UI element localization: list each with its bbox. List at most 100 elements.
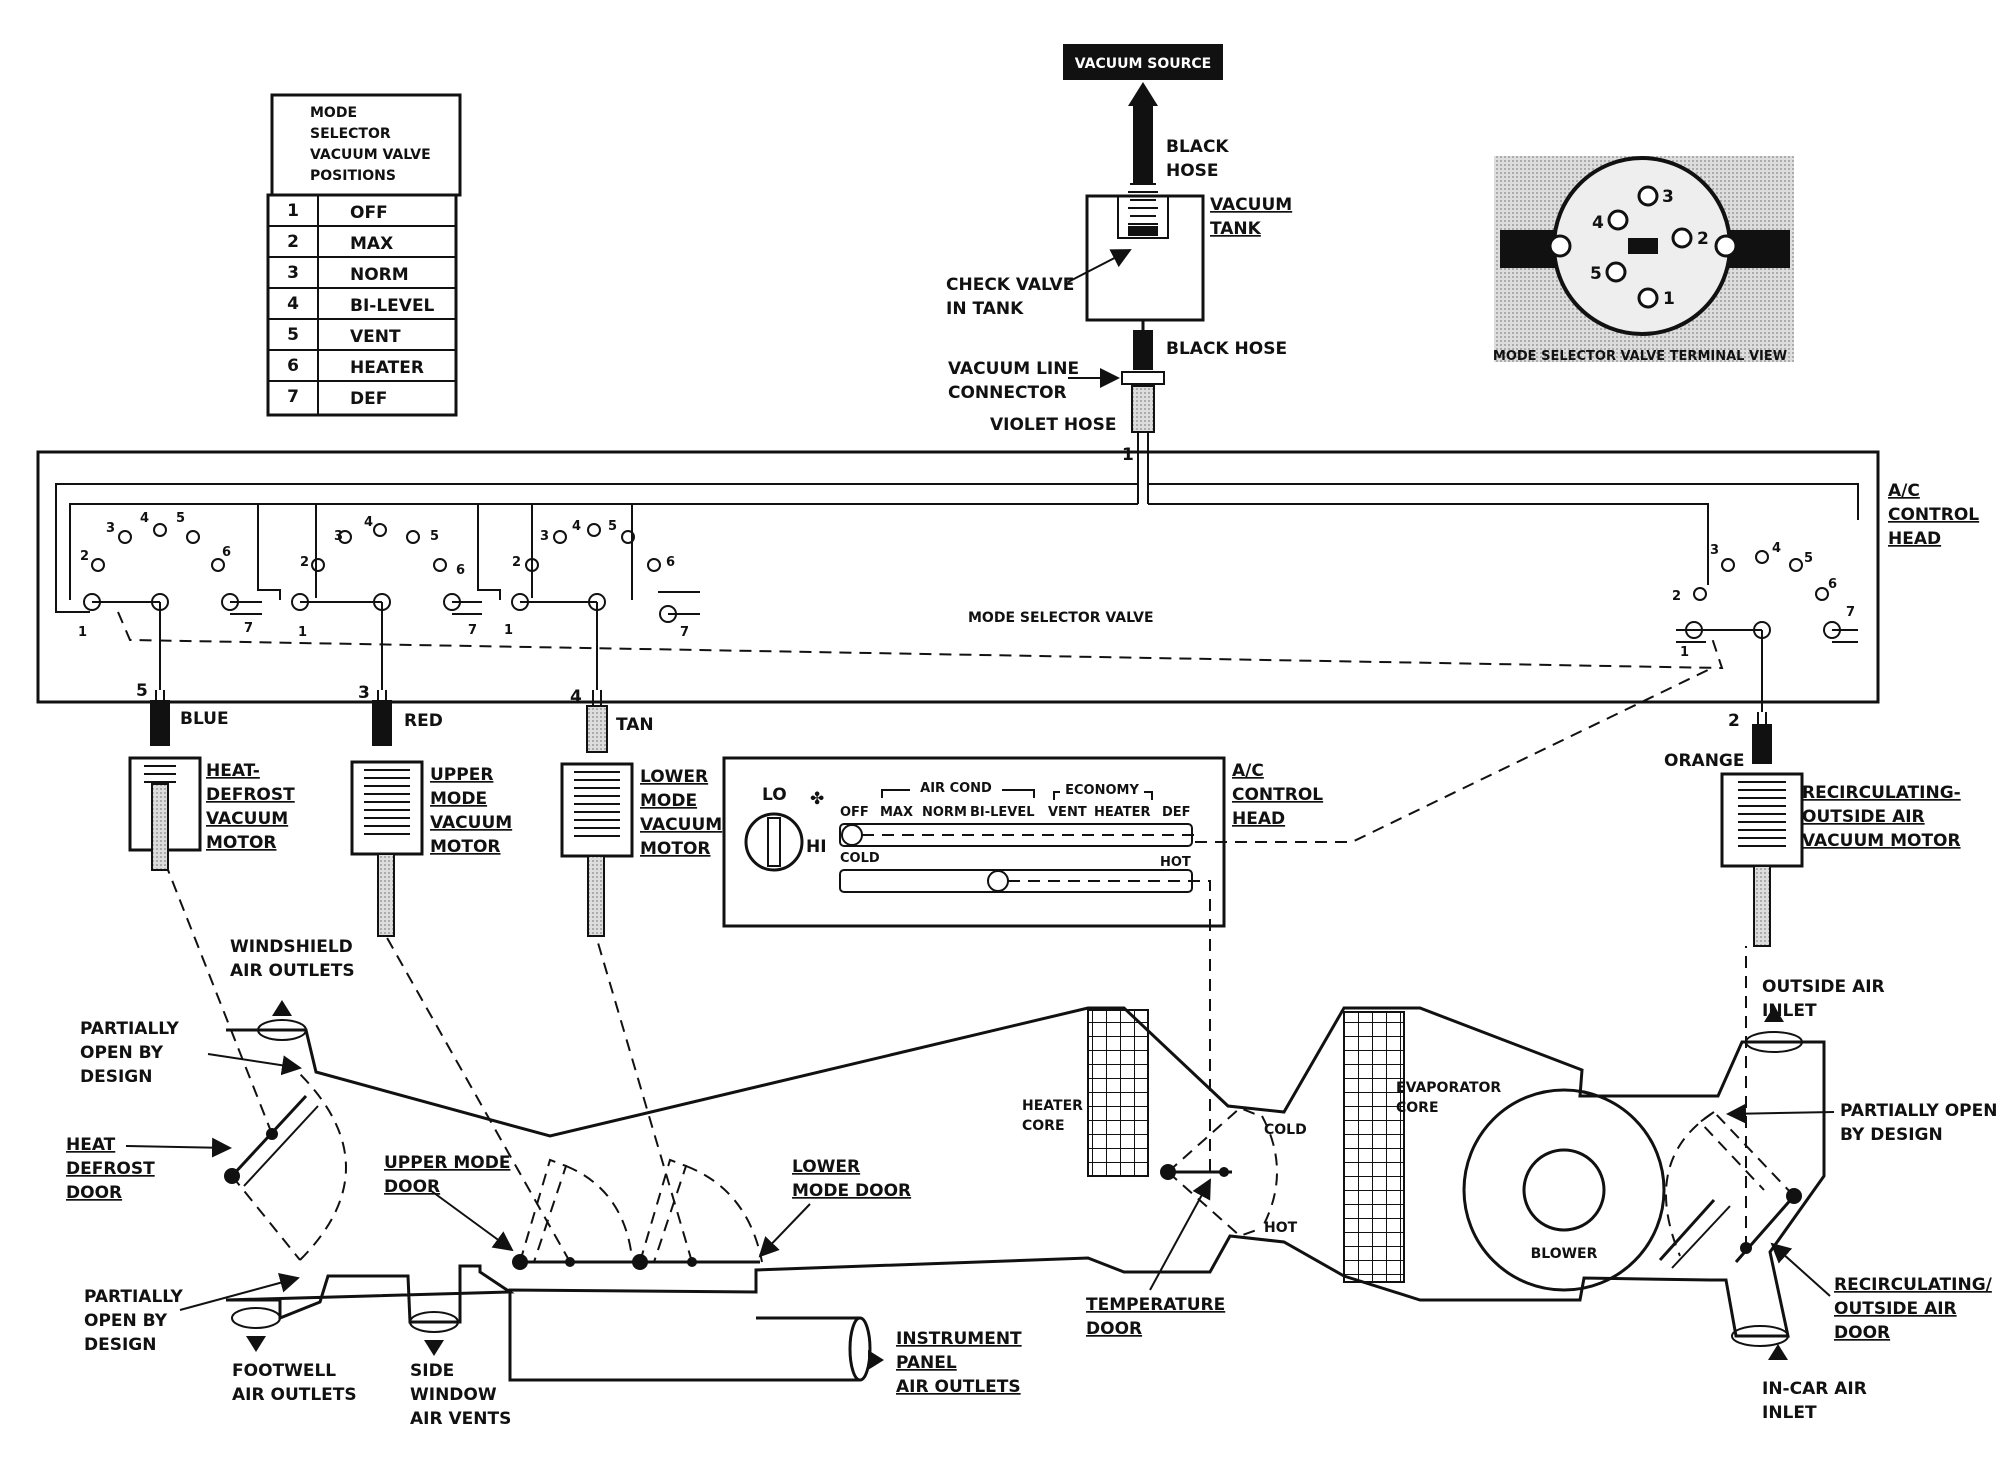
valve-port-num: 6: [222, 545, 231, 560]
recirc-motor: [1720, 772, 1804, 868]
motor-name: OUTSIDE AIR: [1802, 807, 1925, 827]
control-head-line-1: A/C: [1232, 761, 1264, 781]
heater-core-label-1: HEATER: [1022, 1098, 1083, 1114]
evaporator-core: [1343, 1011, 1405, 1283]
valve-port-num: 4: [140, 511, 149, 526]
table-rows: 1 OFF 2 MAX 3 NORM 4 BI-LEVEL 5 VENT 6 H…: [266, 193, 458, 417]
recirc-door-label-1: RECIRCULATING/: [1834, 1275, 1993, 1295]
table-row-mode: VENT: [350, 327, 401, 347]
temperature-slider-knob[interactable]: [987, 870, 1009, 892]
fan-lo-label: LO: [762, 785, 787, 805]
motor-name: VACUUM MOTOR: [1802, 831, 1961, 851]
motor-name: DEFROST: [206, 785, 295, 805]
valve-port-num: 6: [456, 563, 465, 578]
valve-port-num: 2: [1672, 589, 1681, 604]
temperature-door-label-1: TEMPERATURE: [1086, 1295, 1225, 1315]
red-hose: [372, 700, 392, 746]
motor-name: VACUUM: [640, 815, 722, 835]
control-head-line-3: HEAD: [1232, 809, 1285, 829]
upper-mode-door-label-1: UPPER MODE: [384, 1153, 510, 1173]
vacuum-tank-line-2: TANK: [1210, 219, 1262, 239]
vacuum-line-connector: [1121, 371, 1165, 385]
table-row-num: 3: [287, 263, 299, 283]
control-head-line-2: CONTROL: [1232, 785, 1323, 805]
fan-speed-knob[interactable]: [744, 812, 804, 872]
terminal-port-5: 5: [1590, 264, 1602, 284]
evaporator-core-label-1: EVAPORATOR: [1396, 1080, 1501, 1096]
valve-port-num: 2: [80, 549, 89, 564]
temperature-door-label-2: DOOR: [1086, 1319, 1142, 1339]
black-hose-mid-label: BLACK HOSE: [1166, 339, 1287, 359]
temp-hot-label: HOT: [1160, 855, 1191, 870]
table-row-num: 1: [287, 201, 299, 221]
terminal-view: 3 4 2 5 1 MODE SELECTOR VALVE TERMINAL V…: [1493, 156, 1794, 364]
table-row-num: 7: [287, 387, 299, 407]
motor-name: VACUUM: [430, 813, 512, 833]
ac-control-head-top-line-1: A/C: [1888, 481, 1920, 501]
partially-open-bottom-1: PARTIALLY: [84, 1287, 183, 1307]
instrument-panel-label-2: PANEL: [896, 1353, 957, 1373]
instrument-panel-label-1: INSTRUMENT: [896, 1329, 1022, 1349]
black-hose-top-line-2: HOSE: [1166, 161, 1219, 181]
vacuum-tank-line-1: VACUUM: [1210, 195, 1292, 215]
up-arrow-icon: [272, 1000, 292, 1016]
footwell-label-2: AIR OUTLETS: [232, 1385, 357, 1405]
down-arrow-icon: [424, 1340, 444, 1356]
windshield-label-1: WINDSHIELD: [230, 937, 353, 957]
valve-port-num: 7: [1846, 605, 1855, 620]
check-valve-line-2: IN TANK: [946, 299, 1024, 319]
black-hose-mid: [1133, 330, 1153, 370]
mode-slider-knob[interactable]: [841, 824, 863, 846]
partially-open-right-2: BY DESIGN: [1840, 1125, 1943, 1145]
table-row-mode: OFF: [350, 203, 388, 223]
mode-option: NORM: [922, 805, 967, 820]
motor-name: MOTOR: [640, 839, 711, 859]
in-car-inlet-label-1: IN-CAR AIR: [1762, 1379, 1867, 1399]
partially-open-top-3: DESIGN: [80, 1067, 152, 1087]
table-row-num: 6: [287, 356, 299, 376]
blower-wheel: [1522, 1148, 1606, 1232]
mode-option: MAX: [880, 805, 913, 820]
table-row-mode: BI-LEVEL: [350, 296, 435, 316]
hose-color: ORANGE: [1664, 751, 1745, 771]
economy-label: ECONOMY: [1065, 783, 1139, 798]
valve-port-num: 7: [680, 625, 689, 640]
up-arrow-icon: [1128, 82, 1158, 106]
heat-defrost-door-label-1: HEAT: [66, 1135, 116, 1155]
hose-color: TAN: [616, 715, 654, 735]
air-cond-label: AIR COND: [920, 781, 992, 796]
table-header-line-4: POSITIONS: [310, 168, 396, 184]
motor-name: LOWER: [640, 767, 708, 787]
terminal-view-caption: MODE SELECTOR VALVE TERMINAL VIEW: [1493, 349, 1787, 364]
fan-hi-label: HI: [806, 837, 827, 857]
mode-selector-valve-housing: A/C CONTROL HEAD MODE SELECTOR VALVE 1 2: [36, 450, 1979, 712]
valve-port-num: 4: [1772, 541, 1781, 556]
heat-defrost-door-label-2: DEFROST: [66, 1159, 155, 1179]
valve-port-num: 6: [666, 555, 675, 570]
valve-port-num: 2: [300, 555, 309, 570]
valve-port-num: 3: [540, 529, 549, 544]
lower-mode-door-label-2: MODE DOOR: [792, 1181, 911, 1201]
motor-name: VACUUM: [206, 809, 288, 829]
fan-icon: ✤: [810, 789, 824, 809]
tank-spring: [1128, 183, 1158, 225]
table-row-num: 5: [287, 325, 299, 345]
black-hose-top: [1133, 106, 1153, 184]
terminal-port-1: 1: [1663, 289, 1675, 309]
hose-num: 2: [1728, 711, 1740, 731]
hot-label: HOT: [1264, 1220, 1298, 1236]
partially-open-bottom-2: OPEN BY: [84, 1311, 168, 1331]
vacuum-supply: VACUUM SOURCE BLACK HOSE VACUUM TANK CHE…: [946, 44, 1292, 504]
mode-option: DEF: [1162, 805, 1191, 820]
port-1-label: 1: [1122, 445, 1134, 465]
valve-group-1: 1 2 3 4 5 6 7: [78, 511, 262, 690]
motor-name: UPPER: [430, 765, 493, 785]
outside-air-inlet-label-2: INLET: [1762, 1001, 1817, 1021]
mounting-screw-icon: [1714, 234, 1738, 258]
valve-port-num: 1: [298, 625, 307, 640]
partially-open-right-1: PARTIALLY OPEN: [1840, 1101, 1997, 1121]
windshield-label-2: AIR OUTLETS: [230, 961, 355, 981]
upper-mode-door-label-2: DOOR: [384, 1177, 440, 1197]
valve-port-num: 5: [430, 529, 439, 544]
